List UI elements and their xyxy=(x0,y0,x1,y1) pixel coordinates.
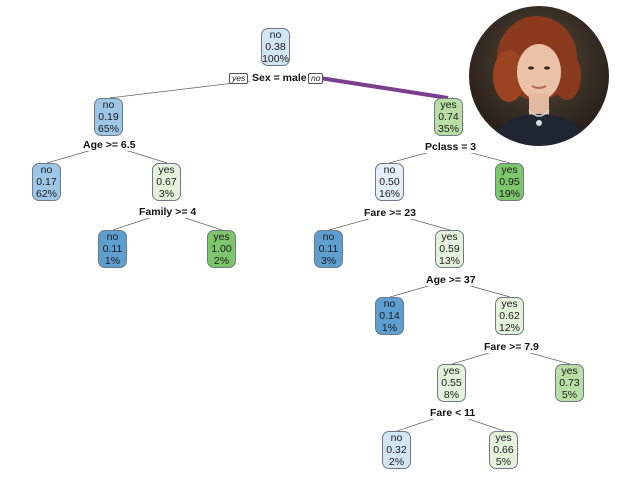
tree-node-n4: no 0.17 62% xyxy=(32,163,61,201)
node-probability: 0.11 xyxy=(102,243,123,255)
edge-root-right-highlight xyxy=(319,76,449,100)
split-label-n3: Pclass = 3 xyxy=(423,141,479,153)
tree-node-n3: yes 0.74 35% xyxy=(434,98,463,136)
node-percent: 35% xyxy=(437,123,459,135)
node-percent: 16% xyxy=(378,188,400,200)
node-class: yes xyxy=(443,365,460,377)
tree-node-n55: yes 0.73 5% xyxy=(555,364,584,402)
node-probability: 0.14 xyxy=(379,310,400,322)
split-label-n13: Age >= 37 xyxy=(424,274,478,286)
node-class: yes xyxy=(158,164,175,176)
node-probability: 0.38 xyxy=(265,41,286,53)
split-label-n5: Family >= 4 xyxy=(137,206,199,218)
tree-node-n26: no 0.14 1% xyxy=(375,297,404,335)
tree-node-root: no 0.38 100% xyxy=(261,28,290,66)
no-branch-tag: no xyxy=(308,73,324,84)
node-class: yes xyxy=(213,231,230,243)
tree-node-n27: yes 0.62 12% xyxy=(495,297,524,335)
node-percent: 1% xyxy=(381,322,398,334)
node-percent: 2% xyxy=(388,456,405,468)
yes-branch-tag: yes xyxy=(229,73,249,84)
node-class: yes xyxy=(501,164,518,176)
split-label-root: Sex = male xyxy=(250,72,309,84)
node-percent: 8% xyxy=(443,389,460,401)
node-class: yes xyxy=(440,99,457,111)
node-percent: 62% xyxy=(35,188,57,200)
node-probability: 0.50 xyxy=(379,176,400,188)
node-percent: 3% xyxy=(320,255,337,267)
tree-node-n108: no 0.32 2% xyxy=(382,431,411,469)
node-probability: 0.11 xyxy=(318,243,339,255)
node-probability: 0.95 xyxy=(499,176,520,188)
node-class: no xyxy=(269,29,282,41)
node-probability: 0.73 xyxy=(559,377,580,389)
node-percent: 5% xyxy=(561,389,578,401)
node-probability: 0.59 xyxy=(439,243,460,255)
tree-node-n10: no 0.11 1% xyxy=(98,230,127,268)
node-percent: 100% xyxy=(262,53,289,65)
node-percent: 65% xyxy=(97,123,119,135)
node-probability: 0.67 xyxy=(156,176,177,188)
node-class: yes xyxy=(441,231,458,243)
split-label-n54: Fare < 11 xyxy=(428,407,478,419)
node-percent: 5% xyxy=(495,456,512,468)
node-class: no xyxy=(102,99,115,111)
node-class: no xyxy=(40,164,53,176)
node-class: yes xyxy=(501,298,518,310)
tree-node-n7: yes 0.95 19% xyxy=(495,163,524,201)
tree-node-n54: yes 0.55 8% xyxy=(437,364,466,402)
node-probability: 0.55 xyxy=(441,377,462,389)
tree-node-n5: yes 0.67 3% xyxy=(152,163,181,201)
tree-node-n13: yes 0.59 13% xyxy=(435,230,464,268)
tree-node-n2: no 0.19 65% xyxy=(94,98,123,136)
node-probability: 0.19 xyxy=(98,111,119,123)
node-probability: 0.66 xyxy=(493,444,514,456)
node-class: no xyxy=(383,298,396,310)
tree-node-n6: no 0.50 16% xyxy=(375,163,404,201)
node-percent: 12% xyxy=(498,322,520,334)
tree-node-n12: no 0.11 3% xyxy=(314,230,343,268)
split-label-n27: Fare >= 7.9 xyxy=(482,341,541,353)
split-label-n2: Age >= 6.5 xyxy=(81,139,138,151)
node-probability: 0.62 xyxy=(499,310,520,322)
node-probability: 0.74 xyxy=(438,111,459,123)
node-percent: 2% xyxy=(213,255,230,267)
edge-root-left xyxy=(108,77,277,99)
node-class: yes xyxy=(495,432,512,444)
node-class: no xyxy=(383,164,396,176)
tree-node-n11: yes 1.00 2% xyxy=(207,230,236,268)
portrait-photo xyxy=(469,6,609,146)
node-class: no xyxy=(322,231,335,243)
node-class: no xyxy=(106,231,119,243)
node-percent: 3% xyxy=(158,188,175,200)
node-class: yes xyxy=(561,365,578,377)
node-percent: 1% xyxy=(104,255,121,267)
tree-node-n109: yes 0.66 5% xyxy=(489,431,518,469)
node-percent: 13% xyxy=(438,255,460,267)
node-percent: 19% xyxy=(498,188,520,200)
node-probability: 1.00 xyxy=(211,243,232,255)
node-probability: 0.17 xyxy=(36,176,57,188)
split-label-n6: Fare >= 23 xyxy=(362,207,418,219)
node-probability: 0.32 xyxy=(386,444,407,456)
node-class: no xyxy=(390,432,403,444)
